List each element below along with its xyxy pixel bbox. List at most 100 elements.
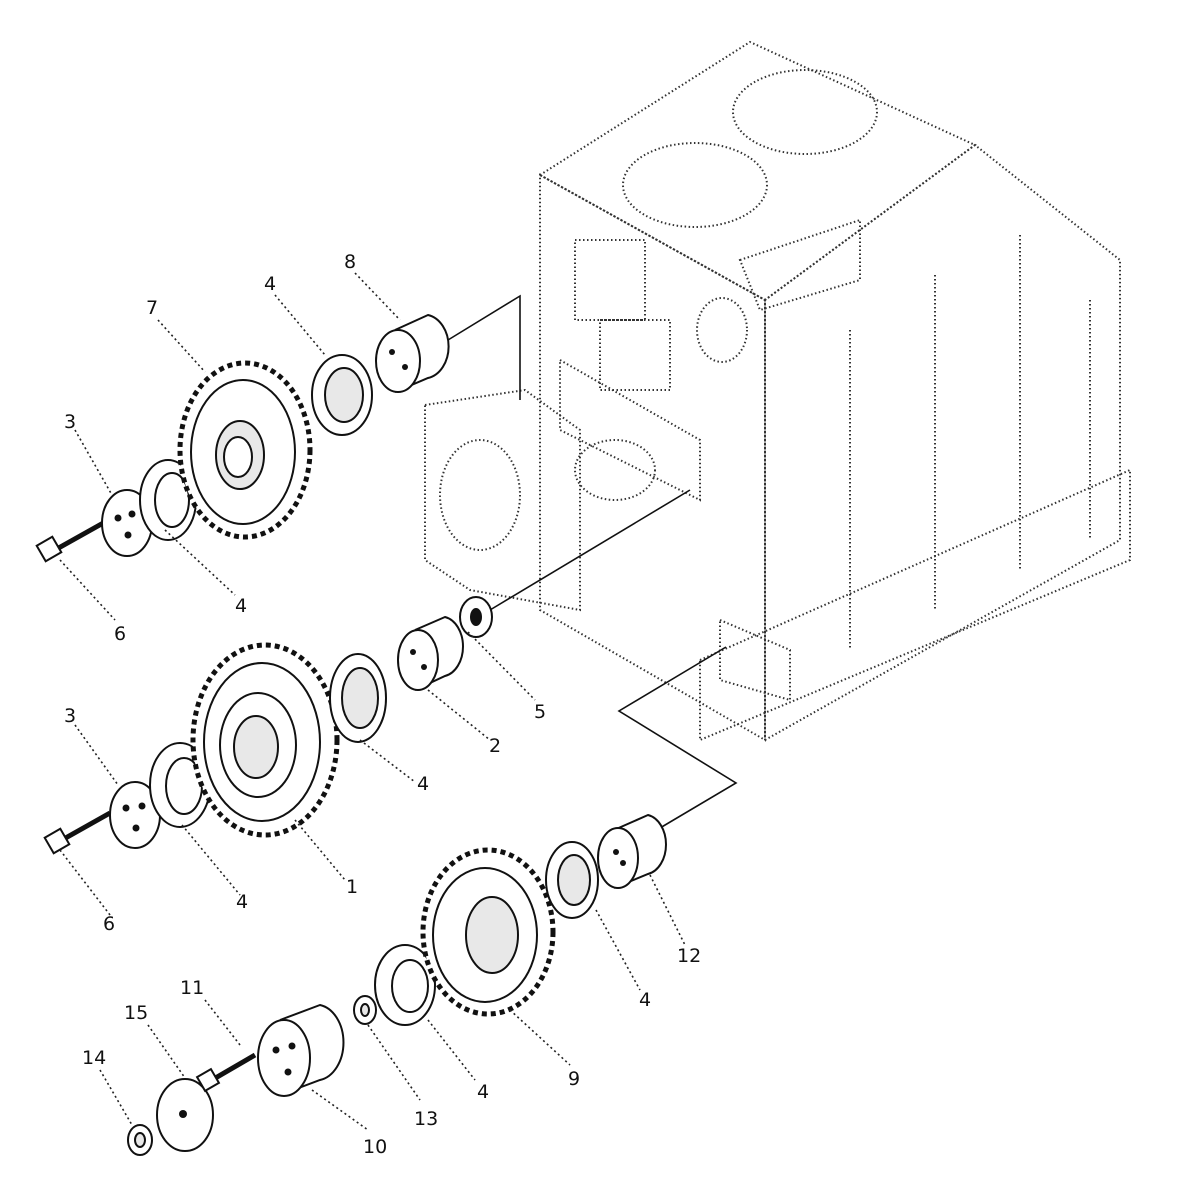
bearing-middle bbox=[329, 653, 387, 743]
gear-hub bbox=[233, 715, 279, 779]
thrust-plate-5 bbox=[459, 596, 493, 638]
plate-hole bbox=[132, 824, 140, 832]
gear-housing-bore bbox=[439, 439, 521, 551]
nut-13 bbox=[353, 995, 377, 1025]
plate-hole bbox=[122, 804, 130, 812]
bushing-12 bbox=[597, 813, 667, 889]
hub-face bbox=[257, 1019, 311, 1097]
engine-block-deck bbox=[538, 40, 977, 302]
thrust-washer-middle bbox=[149, 742, 211, 828]
leader-10 bbox=[311, 1089, 369, 1131]
block-bore bbox=[696, 297, 748, 363]
bushing-face bbox=[597, 827, 639, 889]
leader-6a bbox=[59, 559, 116, 621]
retainer-plate-middle bbox=[109, 781, 161, 849]
bolt-head bbox=[43, 827, 71, 855]
gear-bore bbox=[223, 436, 253, 478]
hub-hole bbox=[288, 1042, 296, 1050]
callout-15: 15 bbox=[124, 1002, 148, 1024]
hub-hole bbox=[284, 1068, 292, 1076]
callout-4: 4 bbox=[264, 273, 276, 295]
leader-lines bbox=[59, 272, 686, 1131]
bolt-upper bbox=[35, 519, 107, 563]
thrust-washer-hole bbox=[391, 959, 429, 1013]
leader-4d bbox=[181, 824, 241, 896]
bearing-inner bbox=[324, 367, 364, 423]
nut-14 bbox=[127, 1124, 153, 1156]
leader-11 bbox=[204, 999, 241, 1046]
leader-15 bbox=[147, 1024, 186, 1079]
leader-7 bbox=[157, 319, 206, 373]
plate-hole bbox=[138, 802, 146, 810]
leader-4e bbox=[595, 909, 641, 991]
bolt-head bbox=[195, 1067, 221, 1093]
leader-13 bbox=[367, 1024, 421, 1101]
callout-7: 7 bbox=[146, 297, 158, 319]
leader-5 bbox=[467, 631, 536, 701]
washer-15 bbox=[156, 1078, 214, 1152]
callout-4: 4 bbox=[477, 1081, 489, 1103]
gear-1 bbox=[190, 642, 340, 838]
bolt-shank bbox=[53, 519, 107, 553]
callout-6: 6 bbox=[114, 623, 126, 645]
gear-hub bbox=[465, 896, 519, 974]
block-window bbox=[599, 319, 671, 391]
leader-4a bbox=[274, 294, 326, 356]
gear-7 bbox=[177, 360, 313, 540]
leader-12-to-block bbox=[617, 646, 738, 829]
callout-labels: 8 4 7 3 4 6 5 2 4 3 4 1 6 12 4 9 4 13 10… bbox=[64, 251, 701, 1158]
bushing-hole bbox=[410, 649, 416, 655]
leader-1 bbox=[294, 819, 346, 881]
callout-3: 3 bbox=[64, 705, 76, 727]
bushing-face bbox=[375, 329, 421, 393]
engine-block bbox=[424, 40, 1131, 742]
callout-11: 11 bbox=[180, 977, 204, 999]
crankcase-flange bbox=[699, 468, 1131, 742]
nut-hole bbox=[360, 1003, 370, 1017]
callout-4: 4 bbox=[639, 989, 651, 1011]
leader-4f bbox=[427, 1019, 476, 1081]
plate-hole bbox=[128, 510, 136, 518]
nut-hole bbox=[134, 1132, 146, 1148]
leader-4c bbox=[359, 739, 416, 783]
bushing-face bbox=[397, 629, 439, 691]
block-window bbox=[574, 239, 646, 321]
bushing-hole bbox=[402, 364, 408, 370]
leader-6b bbox=[59, 849, 111, 916]
engine-block-side-face bbox=[764, 143, 1121, 742]
callout-3: 3 bbox=[64, 411, 76, 433]
block-foot bbox=[719, 618, 791, 702]
bolt-11 bbox=[195, 1052, 257, 1093]
leader-5-to-block bbox=[489, 489, 691, 611]
bolt-head bbox=[35, 535, 63, 563]
hub-hole bbox=[272, 1046, 280, 1054]
leader-12 bbox=[649, 874, 686, 946]
bolt-shank bbox=[210, 1052, 257, 1083]
callout-10: 10 bbox=[363, 1136, 387, 1158]
leader-4b bbox=[164, 529, 236, 596]
leader-2 bbox=[427, 689, 491, 741]
cylinder-bore-rear bbox=[732, 69, 878, 155]
bushing-8 bbox=[375, 313, 450, 393]
leader-8 bbox=[354, 272, 401, 321]
bearing-upper bbox=[311, 354, 373, 436]
callout-2: 2 bbox=[489, 735, 501, 757]
lower-gear-assembly bbox=[127, 813, 667, 1156]
gear-9 bbox=[420, 847, 556, 1017]
block-bore bbox=[574, 439, 656, 501]
callout-12: 12 bbox=[677, 945, 701, 967]
bushing-hole bbox=[613, 849, 619, 855]
leader-14 bbox=[99, 1069, 133, 1126]
plate-hole bbox=[124, 531, 132, 539]
leader-3a bbox=[74, 429, 113, 496]
callout-4: 4 bbox=[236, 891, 248, 913]
leader-3b bbox=[74, 724, 119, 786]
middle-gear-assembly bbox=[43, 596, 493, 855]
upper-gear-assembly bbox=[35, 313, 450, 563]
bolt-middle bbox=[43, 810, 112, 855]
block-web bbox=[559, 358, 701, 502]
bushing-2 bbox=[397, 615, 464, 691]
bolt-shank bbox=[60, 810, 112, 843]
callout-5: 5 bbox=[534, 701, 546, 723]
